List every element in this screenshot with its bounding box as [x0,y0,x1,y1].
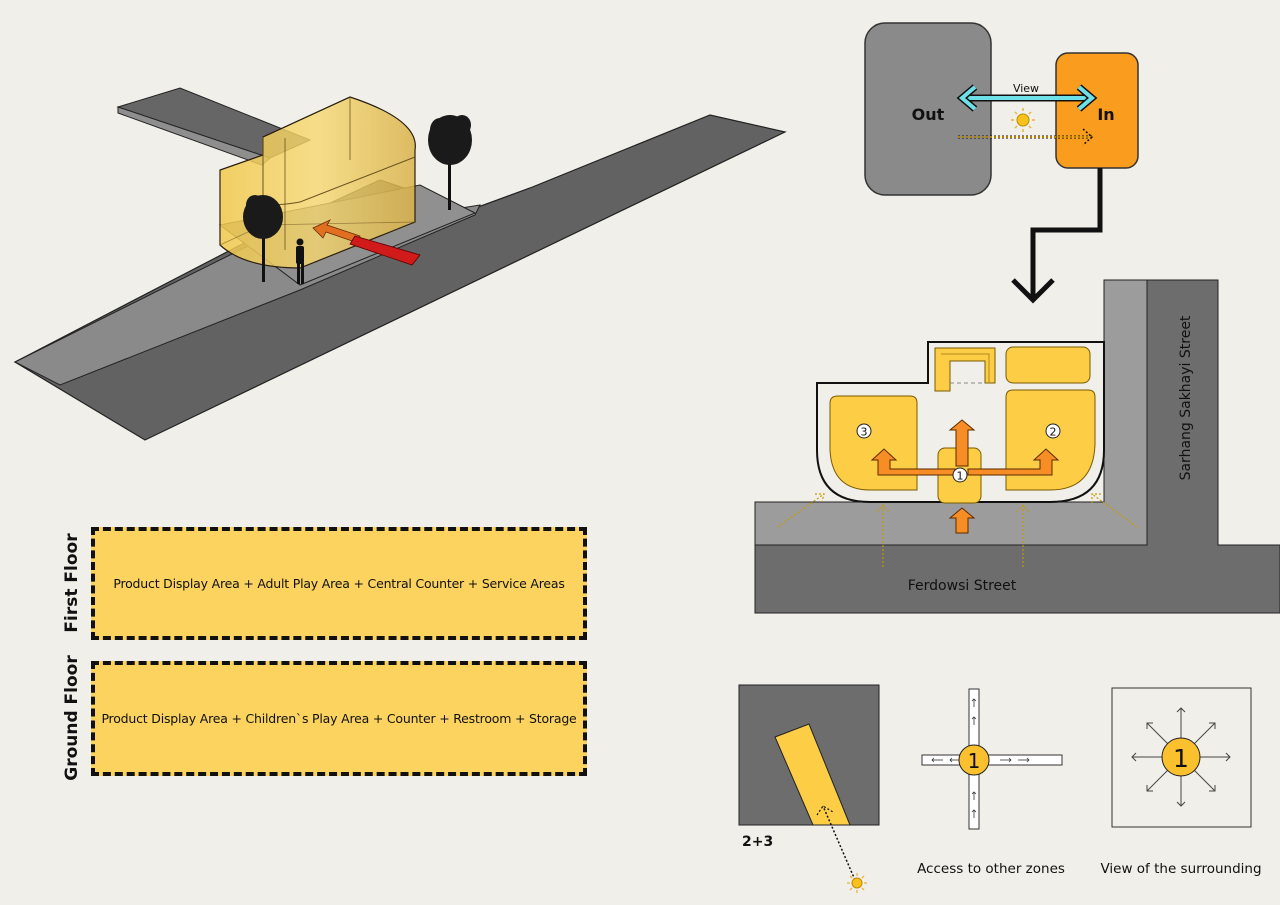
mini-label-access: Access to other zones [917,861,1065,877]
zone-marker-3: 3 [856,423,872,439]
perspective-view [13,87,787,441]
zone-3 [829,395,918,491]
view-label: View [1013,82,1039,95]
zone-number: 1 [957,470,964,483]
sun-icon [1011,108,1035,132]
mini-label-view: View of the surrounding [1100,861,1261,877]
mini-diagram-sun [738,684,880,893]
floor-label-first: First Floor [62,533,82,633]
out-block [864,22,992,196]
zone-number: 2 [1050,426,1057,439]
zone-1 [937,447,982,504]
floor-program-first-text: Product Display Area + Adult Play Area +… [113,576,565,591]
street-label-sarhang: Sarhang Sakhayi Street [1178,315,1194,480]
floor-label-ground: Ground Floor [62,655,82,781]
person-icon [296,238,304,284]
zone-marker-2: 2 [1045,423,1061,439]
floor-program-first: Product Display Area + Adult Play Area +… [91,527,587,640]
in-block [1055,52,1139,169]
zone-2 [1005,389,1096,491]
out-label: Out [912,105,945,124]
zone-number: 1 [1173,744,1189,773]
light-arrow [958,128,1094,146]
service-block [1005,346,1091,384]
sidewalk [754,279,1148,546]
tree-icon [428,115,472,210]
sun-icon [847,873,867,893]
zone-number: 3 [861,426,868,439]
zone-marker-1: 1 [952,467,968,483]
entry-path [349,235,421,266]
circulation-arrows [870,419,1060,534]
zone-number: 1 [968,749,981,773]
road-sarhang-sakhayi [754,279,1280,614]
mini-diagram-view: 1 [1111,687,1252,828]
mini-label-2-3: 2+3 [742,834,773,850]
flow-arrow [1011,168,1103,304]
mini-diagram-access: 1 [921,688,1063,830]
tree-icon [243,195,283,282]
view-lines [777,493,1138,567]
stair-icon [934,347,996,392]
view-arrow [956,84,1098,112]
floor-program-ground: Product Display Area + Children`s Play A… [91,661,587,776]
floor-program-ground-text: Product Display Area + Children`s Play A… [101,711,577,726]
in-label: In [1097,105,1114,124]
building-outline [816,341,1105,503]
street-label-ferdowsi: Ferdowsi Street [908,578,1017,594]
